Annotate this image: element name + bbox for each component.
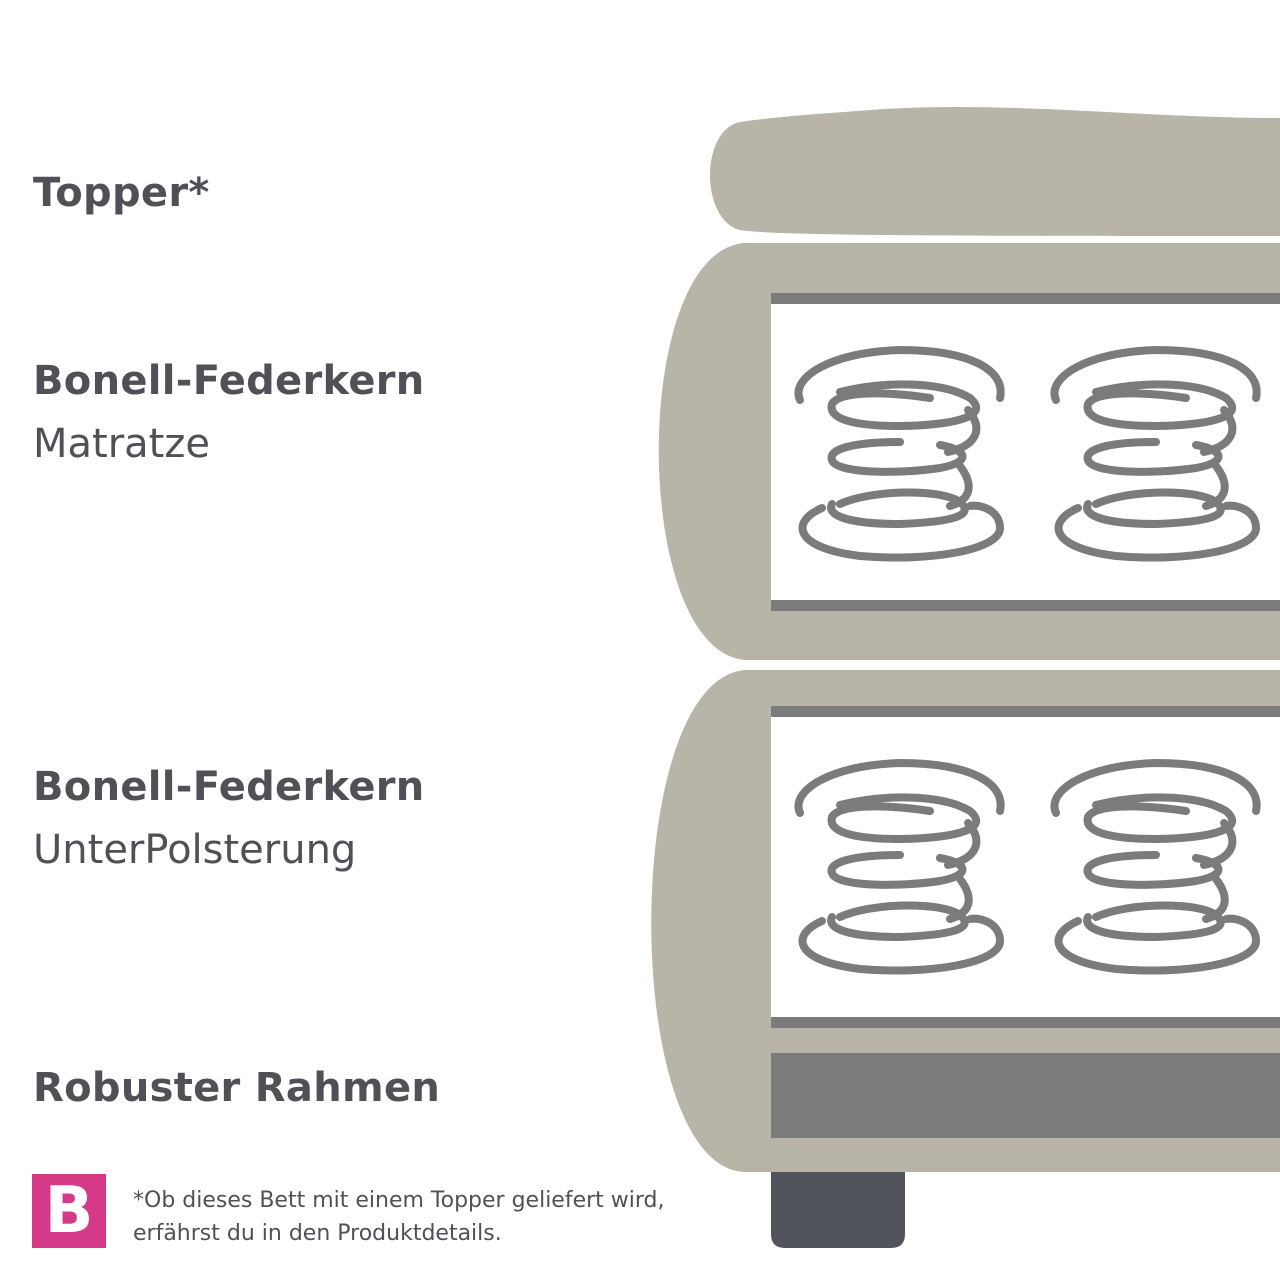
mattress-subtitle: Matratze: [33, 421, 210, 467]
base-subtitle: UnterPolsterung: [33, 827, 357, 873]
footnote: *Ob dieses Bett mit einem Topper geliefe…: [133, 1184, 665, 1250]
frame-bar: [771, 1053, 1280, 1138]
mattress-title: Bonell-Federkern: [33, 358, 425, 404]
frame-label: Robuster Rahmen: [33, 1065, 441, 1111]
footnote-line-2: erfährst du in den Produktdetails.: [133, 1221, 502, 1246]
base-bottom-plate: [771, 1017, 1280, 1028]
bed-foot: [771, 1172, 905, 1248]
base-title: Bonell-Federkern: [33, 764, 425, 810]
topper-label: Topper*: [33, 170, 210, 216]
base-core: [771, 706, 1280, 1028]
mattress-top-plate: [771, 293, 1280, 304]
topper-shape: [710, 106, 1280, 236]
base-top-plate: [771, 706, 1280, 717]
footnote-line-1: *Ob dieses Bett mit einem Topper geliefe…: [133, 1188, 665, 1213]
brand-logo: B: [32, 1174, 106, 1248]
brand-logo-letter: B: [44, 1174, 94, 1248]
mattress-bottom-plate: [771, 600, 1280, 611]
